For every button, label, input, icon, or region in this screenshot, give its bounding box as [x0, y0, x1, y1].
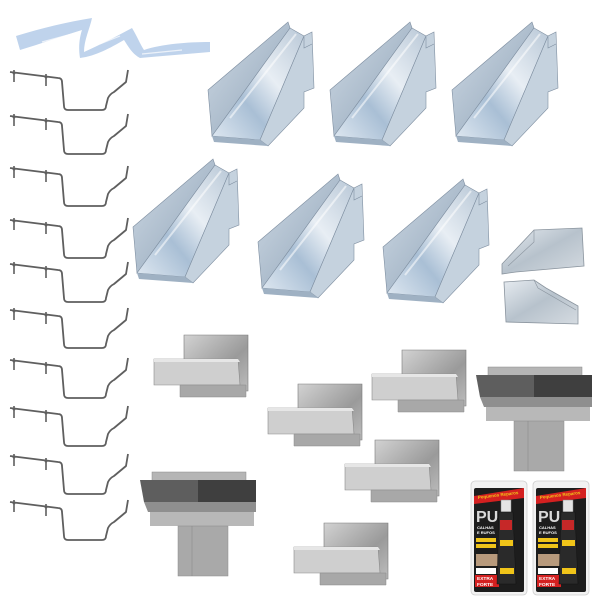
pu-glue-package: Pequenos Reparos PU CALHAS E RUFOS EXTRA… — [470, 480, 532, 598]
pu-glue-package: Pequenos Reparos PU CALHAS E RUFOS EXTRA… — [532, 480, 594, 598]
gutter-section — [444, 18, 564, 148]
glue-subtitle-1: CALHAS — [477, 525, 494, 530]
gutter-hanger — [6, 306, 136, 358]
end-cap-pair — [498, 226, 588, 326]
gutter-hanger — [6, 68, 136, 120]
gutter-section — [250, 170, 370, 300]
glue-subtitle-2: E RUFOS — [477, 530, 495, 535]
gutter-coupler — [343, 438, 443, 504]
gutter-coupler — [152, 333, 252, 399]
gutter-outlet — [138, 470, 258, 580]
gutter-hanger — [6, 260, 136, 312]
gutter-hanger — [6, 112, 136, 164]
gutter-section — [200, 18, 320, 148]
gutter-hanger — [6, 498, 136, 550]
glue-badge-2: FORTE — [477, 582, 494, 588]
gutter-hanger — [6, 164, 136, 216]
gutter-section — [125, 155, 245, 285]
glue-badge-1: EXTRA — [477, 576, 494, 582]
gutter-outlet — [474, 365, 594, 475]
glue-tube — [558, 499, 579, 585]
end-cap-left — [501, 227, 585, 275]
gutter-section — [322, 18, 442, 148]
gutter-hanger — [6, 404, 136, 456]
glue-header-text: Pequenos Reparos — [478, 490, 520, 500]
glue-brand-text: PU — [538, 509, 560, 526]
glue-subtitle-1: CALHAS — [539, 525, 556, 530]
gutter-coupler — [292, 521, 392, 587]
glue-badge-1: EXTRA — [539, 576, 556, 582]
gutter-hanger — [6, 216, 136, 268]
glue-badge-2: FORTE — [539, 582, 556, 588]
glue-subtitle-2: E RUFOS — [539, 530, 557, 535]
gutter-hanger — [6, 356, 136, 408]
glue-tube — [496, 499, 517, 585]
glue-brand-text: PU — [476, 509, 498, 526]
gutter-coupler — [370, 348, 470, 414]
end-cap-right — [503, 279, 579, 325]
gutter-section — [375, 175, 495, 305]
glue-header-text: Pequenos Reparos — [540, 490, 582, 500]
gutter-coupler — [266, 382, 366, 448]
brush-stroke-logo — [12, 14, 212, 59]
gutter-hanger — [6, 452, 136, 504]
